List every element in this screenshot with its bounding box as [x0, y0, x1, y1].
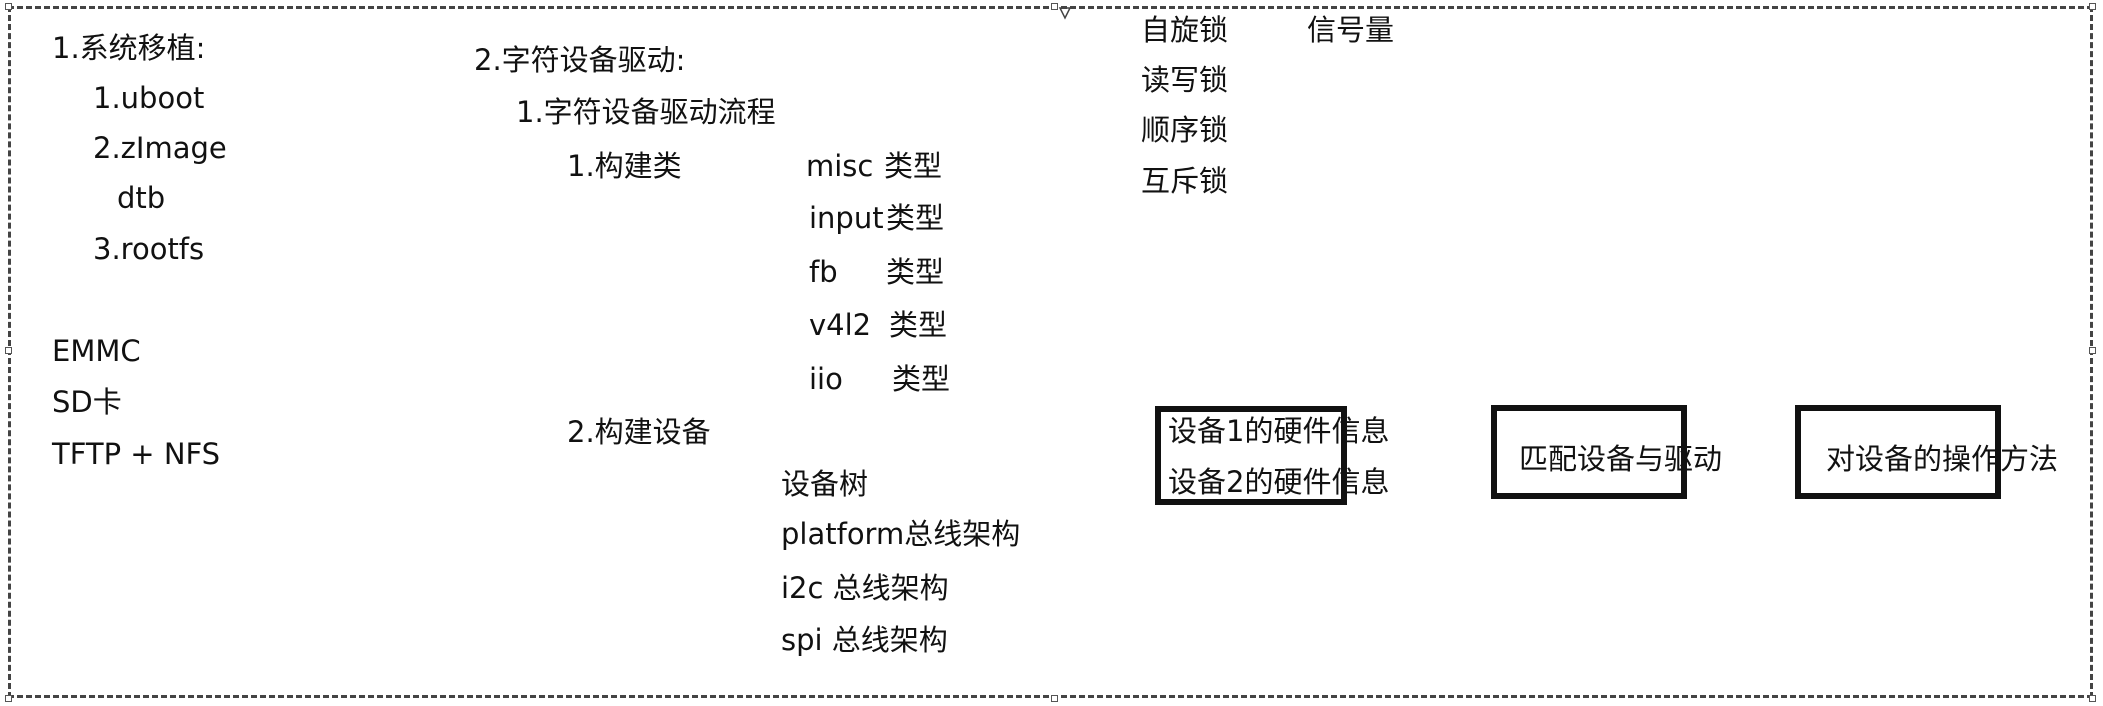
resize-handle-top-left[interactable]	[5, 3, 12, 10]
storage-tftp-nfs: TFTP + NFS	[52, 437, 221, 471]
build-class: 1.构建类	[567, 149, 682, 183]
class-type-name: v4l2	[809, 308, 872, 342]
match-device-driver-box	[1491, 405, 1687, 499]
match-device-driver-label: 匹配设备与驱动	[1519, 442, 1723, 476]
resize-handle-left[interactable]	[5, 347, 12, 354]
device-ops-label: 对设备的操作方法	[1826, 442, 2059, 476]
class-type-label: 类型	[886, 255, 945, 289]
char-driver-flow: 1.字符设备驱动流程	[516, 95, 776, 129]
rotate-handle-icon[interactable]	[1058, 6, 1072, 20]
device-item-spi: spi 总线架构	[781, 623, 948, 657]
class-type-name: input	[809, 201, 884, 235]
device-ops-box	[1795, 405, 2001, 499]
resize-handle-bottom[interactable]	[1051, 695, 1058, 702]
porting-item-uboot: 1.uboot	[93, 81, 205, 115]
class-type-name: misc	[806, 149, 874, 183]
device-item-platform: platform总线架构	[781, 517, 1021, 551]
hardware-info-box	[1155, 406, 1347, 505]
lock-spinlock: 自旋锁	[1141, 13, 1229, 47]
lock-mutex: 互斥锁	[1141, 164, 1229, 198]
porting-item-rootfs: 3.rootfs	[93, 232, 205, 266]
resize-handle-bottom-right[interactable]	[2089, 695, 2096, 702]
class-type-label: 类型	[892, 362, 951, 396]
class-type-label: 类型	[889, 308, 948, 342]
resize-handle-top-right[interactable]	[2089, 3, 2096, 10]
diagram-canvas	[8, 6, 2093, 698]
class-type-label: 类型	[886, 201, 945, 235]
semaphore: 信号量	[1307, 13, 1395, 47]
resize-handle-right[interactable]	[2089, 347, 2096, 354]
hardware-info-device1: 设备1的硬件信息	[1168, 414, 1390, 448]
class-type-label: 类型	[884, 149, 943, 183]
class-type-name: iio	[809, 362, 843, 396]
storage-sd-card: SD卡	[52, 385, 122, 419]
hardware-info-device2: 设备2的硬件信息	[1168, 465, 1390, 499]
device-item-dt: 设备树	[781, 467, 869, 501]
class-type-name: fb	[809, 255, 838, 289]
resize-handle-bottom-left[interactable]	[5, 695, 12, 702]
resize-handle-top[interactable]	[1051, 3, 1058, 10]
porting-item-dtb: dtb	[117, 181, 166, 215]
porting-item-zimage: 2.zImage	[93, 131, 227, 165]
lock-rwlock: 读写锁	[1141, 63, 1229, 97]
char-driver-heading: 2.字符设备驱动:	[474, 43, 686, 77]
lock-seqlock: 顺序锁	[1141, 113, 1229, 147]
device-item-i2c: i2c 总线架构	[781, 571, 949, 605]
build-device: 2.构建设备	[567, 415, 711, 449]
storage-emmc: EMMC	[52, 334, 141, 368]
system-porting-heading: 1.系统移植:	[52, 31, 206, 65]
